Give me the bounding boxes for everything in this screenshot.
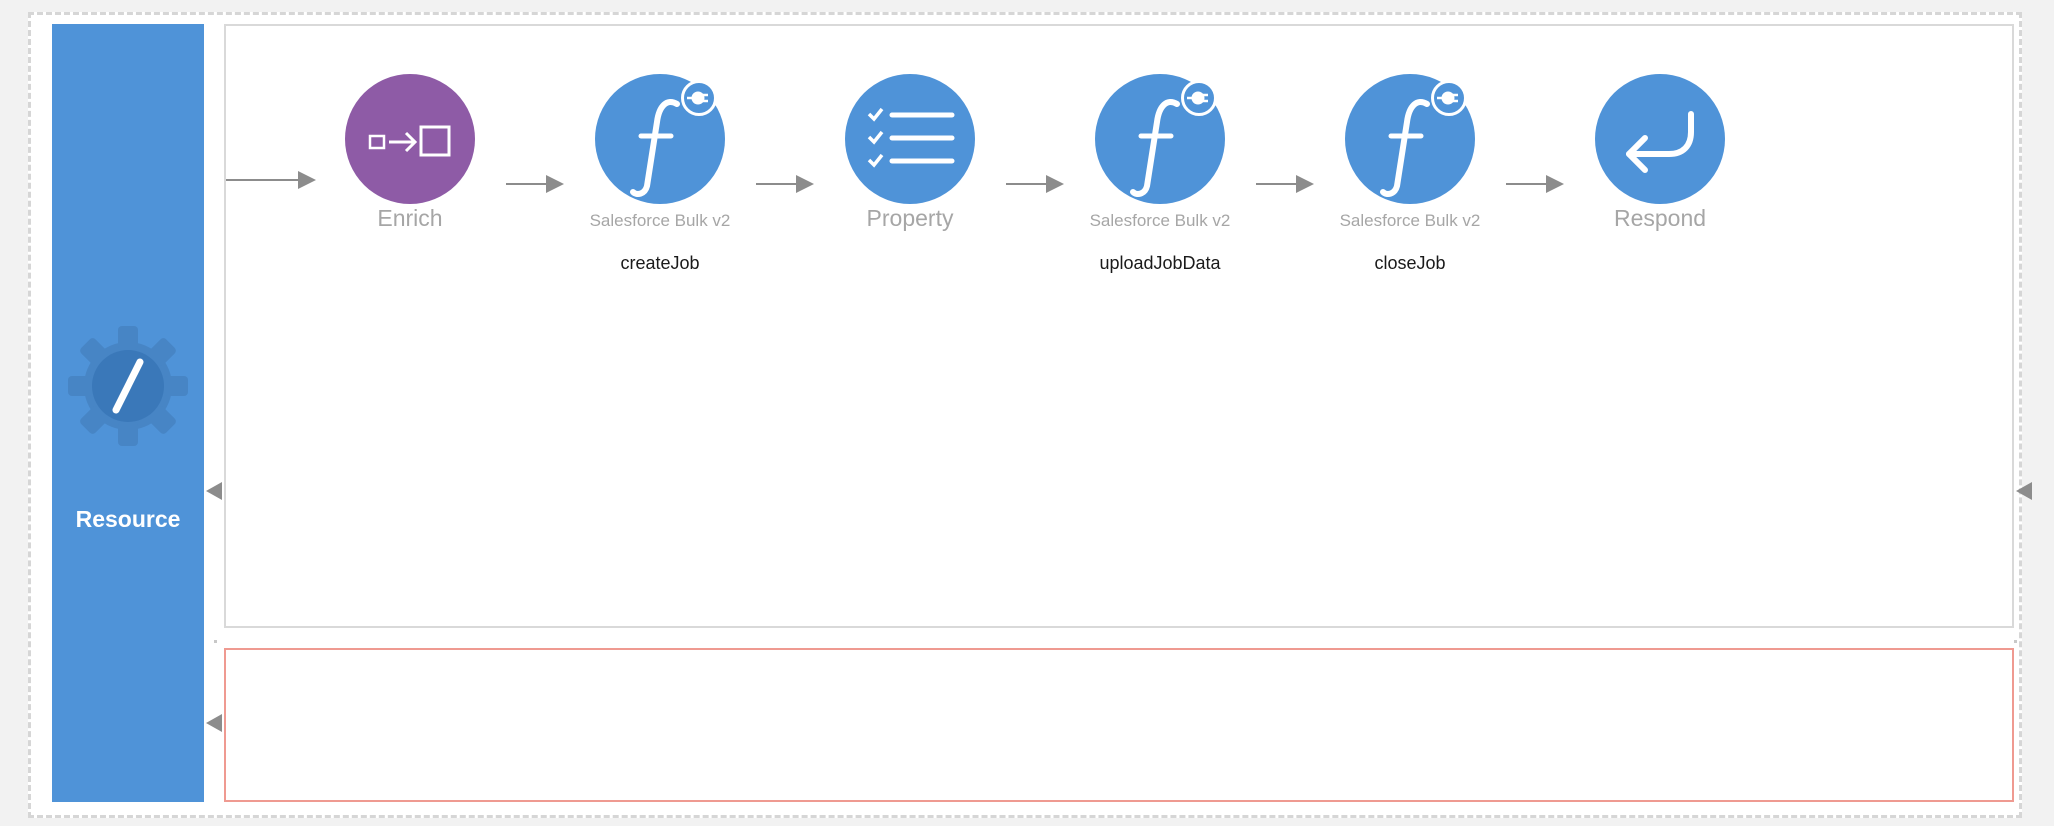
flow-arrow-icon [1256, 175, 1314, 193]
flow-arrow-icon [1506, 175, 1564, 193]
resource-label: Resource [75, 506, 181, 532]
flow-node-closejob[interactable]: Salesforce Bulk v2 closeJob [1310, 74, 1510, 274]
error-return-arrow-icon [206, 714, 222, 732]
return-arrow-icon [2016, 482, 2032, 500]
node-type-label: Respond [1613, 205, 1707, 231]
return-arrow-icon [1595, 74, 1725, 204]
resource-trigger[interactable]: Resource [52, 24, 204, 802]
plug-icon [1181, 80, 1217, 116]
plug-icon [1431, 80, 1467, 116]
function-icon [1345, 74, 1475, 204]
error-handler-panel[interactable] [224, 648, 2014, 802]
flow-arrow-icon [1006, 175, 1064, 193]
flow-node-uploadjobdata[interactable]: Salesforce Bulk v2 uploadJobData [1060, 74, 1260, 274]
return-arrow-icon [206, 482, 222, 500]
flow-arrow-icon [226, 171, 316, 189]
node-type-label: Enrich [377, 205, 443, 231]
function-icon [1095, 74, 1225, 204]
enrich-icon [345, 74, 475, 204]
node-name-label: closeJob [1374, 253, 1446, 273]
node-type-label: Salesforce Bulk v2 [589, 211, 731, 230]
resize-marker [214, 640, 217, 643]
node-type-label: Salesforce Bulk v2 [1089, 211, 1231, 230]
flow-node-respond[interactable]: Respond [1560, 74, 1760, 231]
node-name-label: createJob [620, 253, 700, 273]
node-type-label: Property [866, 205, 954, 231]
resize-marker [2014, 640, 2017, 643]
flow-arrow-icon [756, 175, 814, 193]
plug-icon [681, 80, 717, 116]
flow-arrow-icon [506, 175, 564, 193]
node-type-label: Salesforce Bulk v2 [1339, 211, 1481, 230]
function-icon [595, 74, 725, 204]
node-name-label: uploadJobData [1099, 253, 1221, 273]
gear-icon [68, 326, 188, 446]
flow-node-property[interactable]: Property [810, 74, 1010, 231]
flow-node-enrich[interactable]: Enrich [310, 74, 510, 231]
flow-node-createjob[interactable]: Salesforce Bulk v2 createJob [560, 74, 760, 274]
checklist-icon [845, 74, 975, 204]
